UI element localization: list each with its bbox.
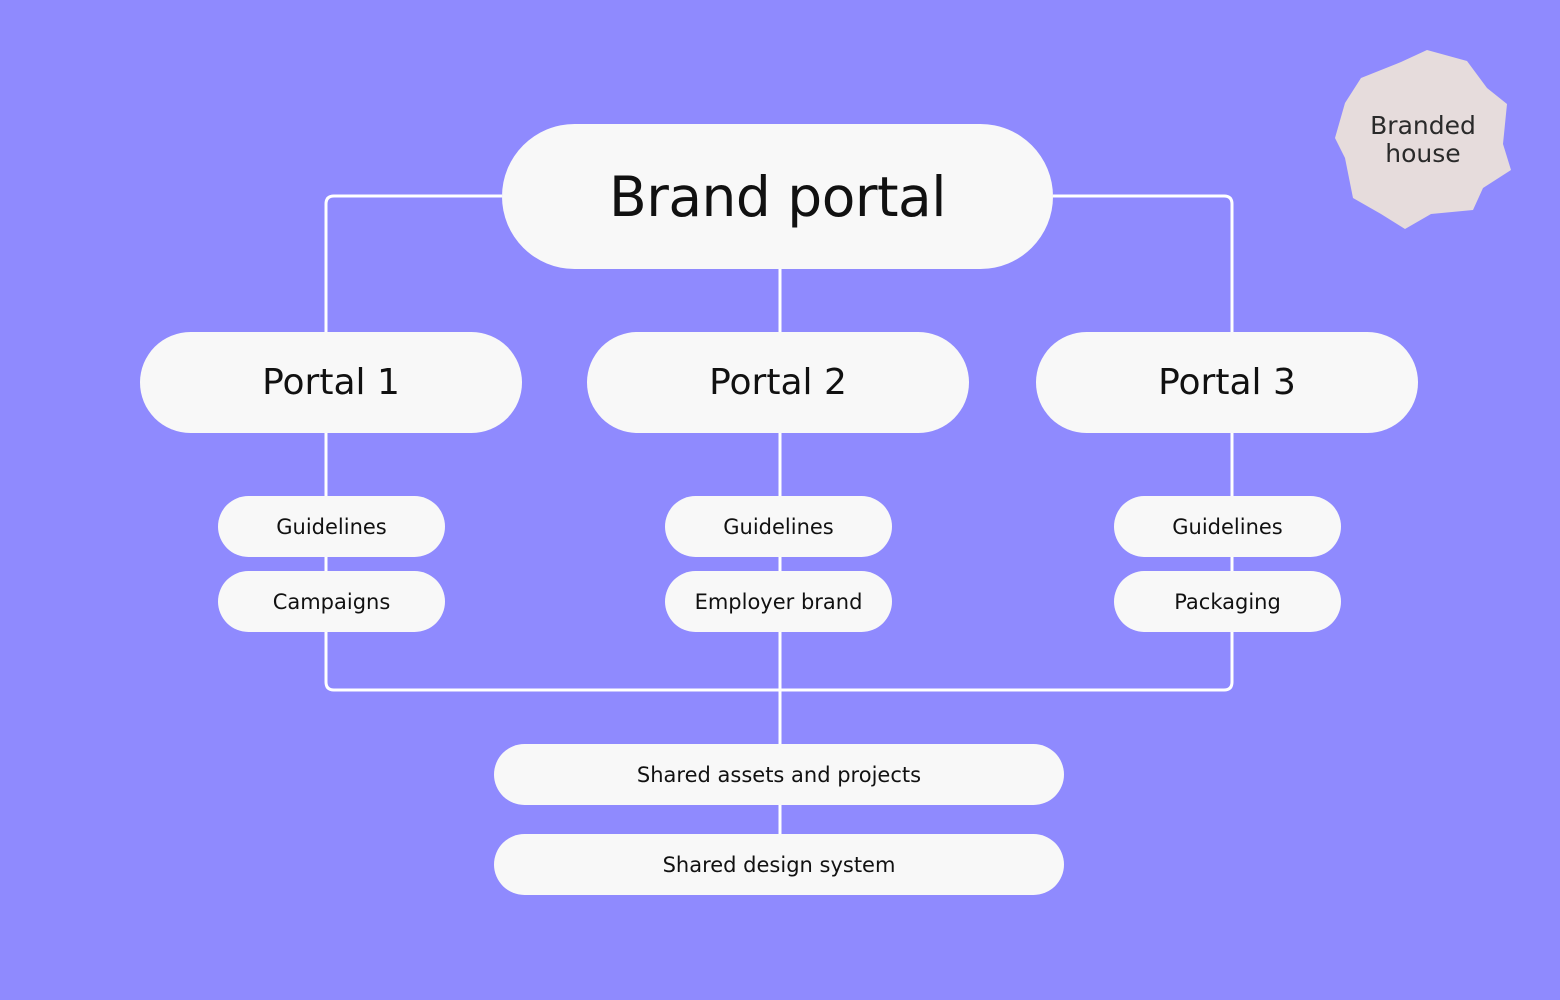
shared-design-system-node: Shared design system	[494, 834, 1064, 895]
root-node: Brand portal	[502, 124, 1053, 269]
portal-2-item-guidelines: Guidelines	[665, 496, 892, 557]
portal-node-2: Portal 2	[587, 332, 969, 433]
portal-1-item-campaigns: Campaigns	[218, 571, 445, 632]
portal-3-item-packaging: Packaging	[1114, 571, 1341, 632]
badge-label: Branded house	[1370, 111, 1476, 168]
portal-node-3: Portal 3	[1036, 332, 1418, 433]
badge-shape	[1335, 50, 1511, 229]
branded-house-badge	[1335, 50, 1511, 229]
shared-assets-node: Shared assets and projects	[494, 744, 1064, 805]
portal-1-item-guidelines: Guidelines	[218, 496, 445, 557]
root-to-outer-portals-line	[324, 194, 1234, 332]
portal-node-1: Portal 1	[140, 332, 522, 433]
portal-3-item-guidelines: Guidelines	[1114, 496, 1341, 557]
portal-2-item-employer-brand: Employer brand	[665, 571, 892, 632]
